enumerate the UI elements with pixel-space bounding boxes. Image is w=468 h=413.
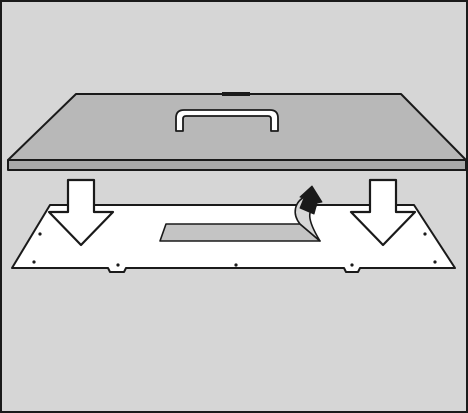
down-arrow-left (47, 178, 115, 247)
cover-lid (7, 93, 467, 161)
mounting-hole (433, 260, 437, 264)
mounting-hole (32, 260, 36, 264)
cover-lid-edge (7, 159, 467, 171)
mounting-hole (234, 263, 238, 267)
down-arrow-right (349, 178, 417, 247)
mounting-hole (350, 263, 354, 267)
mounting-hole (423, 232, 427, 236)
mounting-hole (116, 263, 120, 267)
lid-handle (175, 109, 279, 132)
peel-arrow (299, 185, 323, 215)
mounting-hole (38, 232, 42, 236)
